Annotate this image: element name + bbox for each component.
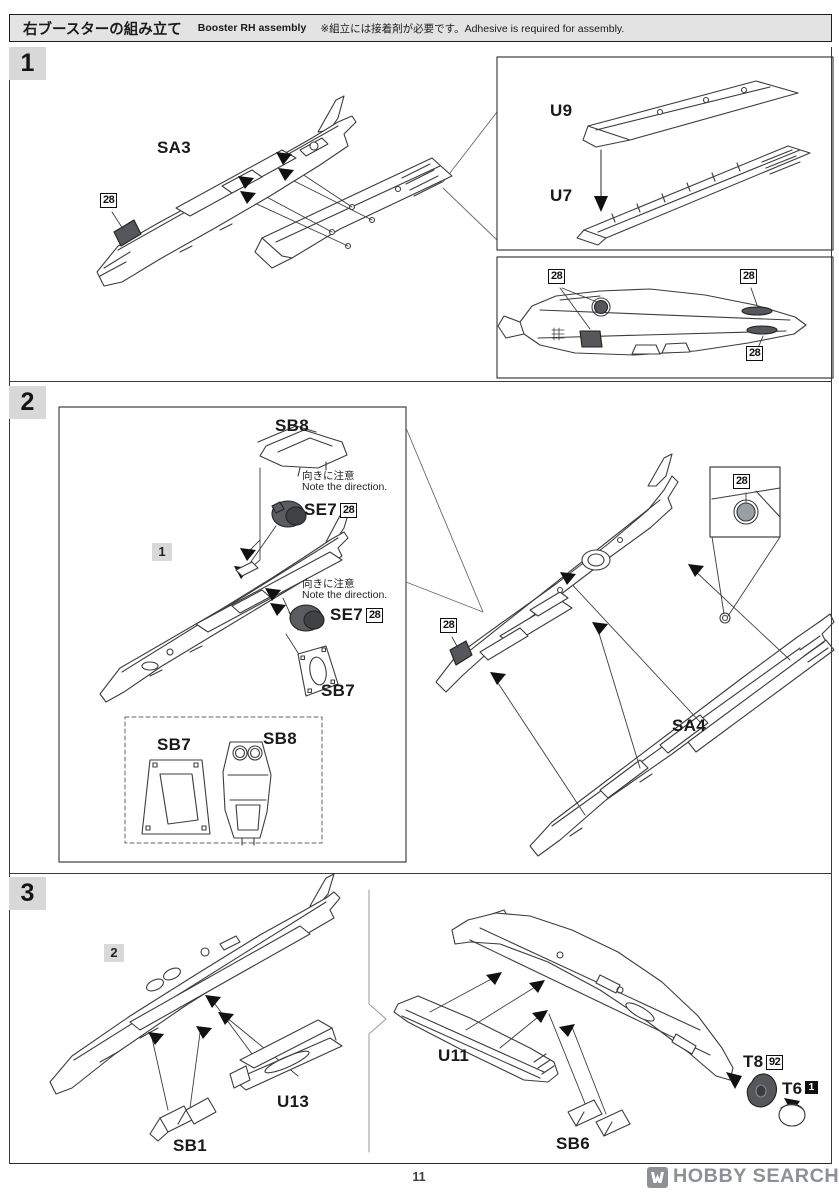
header-bar: 右ブースターの組み立て Booster RH assembly ※組立には接着剤… (9, 14, 832, 42)
step1-inset-u9-u7 (496, 56, 834, 251)
part-label-sb6: SB6 (556, 1134, 590, 1153)
paint-badge-28: 28 (733, 474, 751, 489)
step2-sb7-part (285, 633, 339, 697)
step3-u11-part (393, 995, 559, 1083)
step-divider-1 (9, 381, 832, 382)
part-label-sb7: SB7 (157, 735, 191, 754)
part-label-se7: SE7 (304, 500, 338, 519)
part-label-u9: U9 (550, 101, 573, 120)
part-label-u11: U11 (438, 1046, 470, 1065)
paint-badge-28: 28 (548, 269, 566, 284)
paint-badge-28: 28 (340, 503, 358, 518)
step2-sb8-part (257, 425, 348, 477)
step1-deck-panel (254, 157, 453, 269)
subassembly-ref-badge-1: 1 (152, 543, 172, 561)
paint-badge-28: 28 (740, 269, 758, 284)
direction-note-en: Note the direction. (302, 589, 388, 601)
subassembly-ref-badge-2: 2 (104, 944, 124, 962)
part-label-u13: U13 (277, 1092, 310, 1111)
step2-illustration (58, 406, 835, 863)
page-number: 11 (412, 1170, 426, 1184)
step-2-number: 2 (9, 386, 46, 419)
direction-note-en: Note the direction. (302, 481, 388, 493)
step2-sa4-panel (529, 612, 835, 857)
step3-sb1-part (149, 1097, 217, 1142)
part-label-sb8: SB8 (263, 729, 297, 748)
part-label-t8: T8 (743, 1052, 764, 1071)
step2-subassembly-hull (99, 507, 351, 703)
part-label-sb7: SB7 (321, 681, 355, 700)
page-title-jp: 右ブースターの組み立て (23, 21, 182, 38)
part-label-sa3: SA3 (157, 138, 191, 157)
step3-t8-part (726, 1072, 778, 1108)
step2-assembly-hull-right (435, 453, 679, 693)
step2-paint-inset (709, 466, 781, 617)
hobby-search-icon (647, 1166, 669, 1188)
brand-text: HOBBY SEARCH (673, 1166, 839, 1187)
step-1-number: 1 (9, 47, 46, 80)
paint-badge-28: 28 (100, 193, 118, 208)
step2-parts-reference-box (124, 716, 323, 846)
content-frame (9, 47, 832, 1164)
adhesive-note: ※組立には接着剤が必要です。Adhesive is required for a… (320, 22, 625, 35)
part-label-sb1: SB1 (173, 1136, 207, 1155)
step2-se7-part-1 (247, 500, 307, 567)
step3-t6-part (778, 1098, 806, 1127)
step3-illustration (49, 873, 806, 1153)
brand-watermark: HOBBY SEARCH (647, 1166, 839, 1188)
assembly-arrows-step2 (490, 564, 704, 685)
part-label-sb8: SB8 (275, 416, 309, 435)
step-divider-2 (9, 873, 832, 874)
assembly-arrows-step3-right (486, 972, 575, 1037)
part-label-sa4: SA4 (672, 716, 706, 735)
direction-note-jp: 向きに注意 (302, 578, 355, 590)
step1-illustration (96, 56, 834, 379)
direction-note-jp: 向きに注意 (302, 470, 355, 482)
step2-se7-part-2 (282, 597, 325, 632)
step-3-number: 3 (9, 877, 46, 910)
paint-badge-92: 92 (766, 1055, 784, 1070)
step3-assembly-hull-left (49, 873, 341, 1095)
paint-badge-28: 28 (746, 346, 764, 361)
part-label-t6: T6 (782, 1079, 803, 1098)
assembly-arrows-step1 (238, 152, 294, 204)
paint-badge-28: 28 (366, 608, 384, 623)
runner-badge-1: 1 (805, 1081, 818, 1094)
step3-sb6-part (567, 1099, 631, 1137)
paint-badge-28: 28 (440, 618, 458, 633)
step1-sa3-hull (96, 95, 357, 287)
assembly-arrows-step3-left (148, 995, 234, 1045)
step1-inset-paint-topview (496, 256, 834, 379)
step3-assembly-hull-right (451, 909, 734, 1081)
part-label-se7: SE7 (330, 605, 364, 624)
step3-u13-part (229, 1019, 343, 1091)
part-label-u7: U7 (550, 186, 573, 205)
page-title-en: Booster RH assembly (197, 22, 307, 34)
